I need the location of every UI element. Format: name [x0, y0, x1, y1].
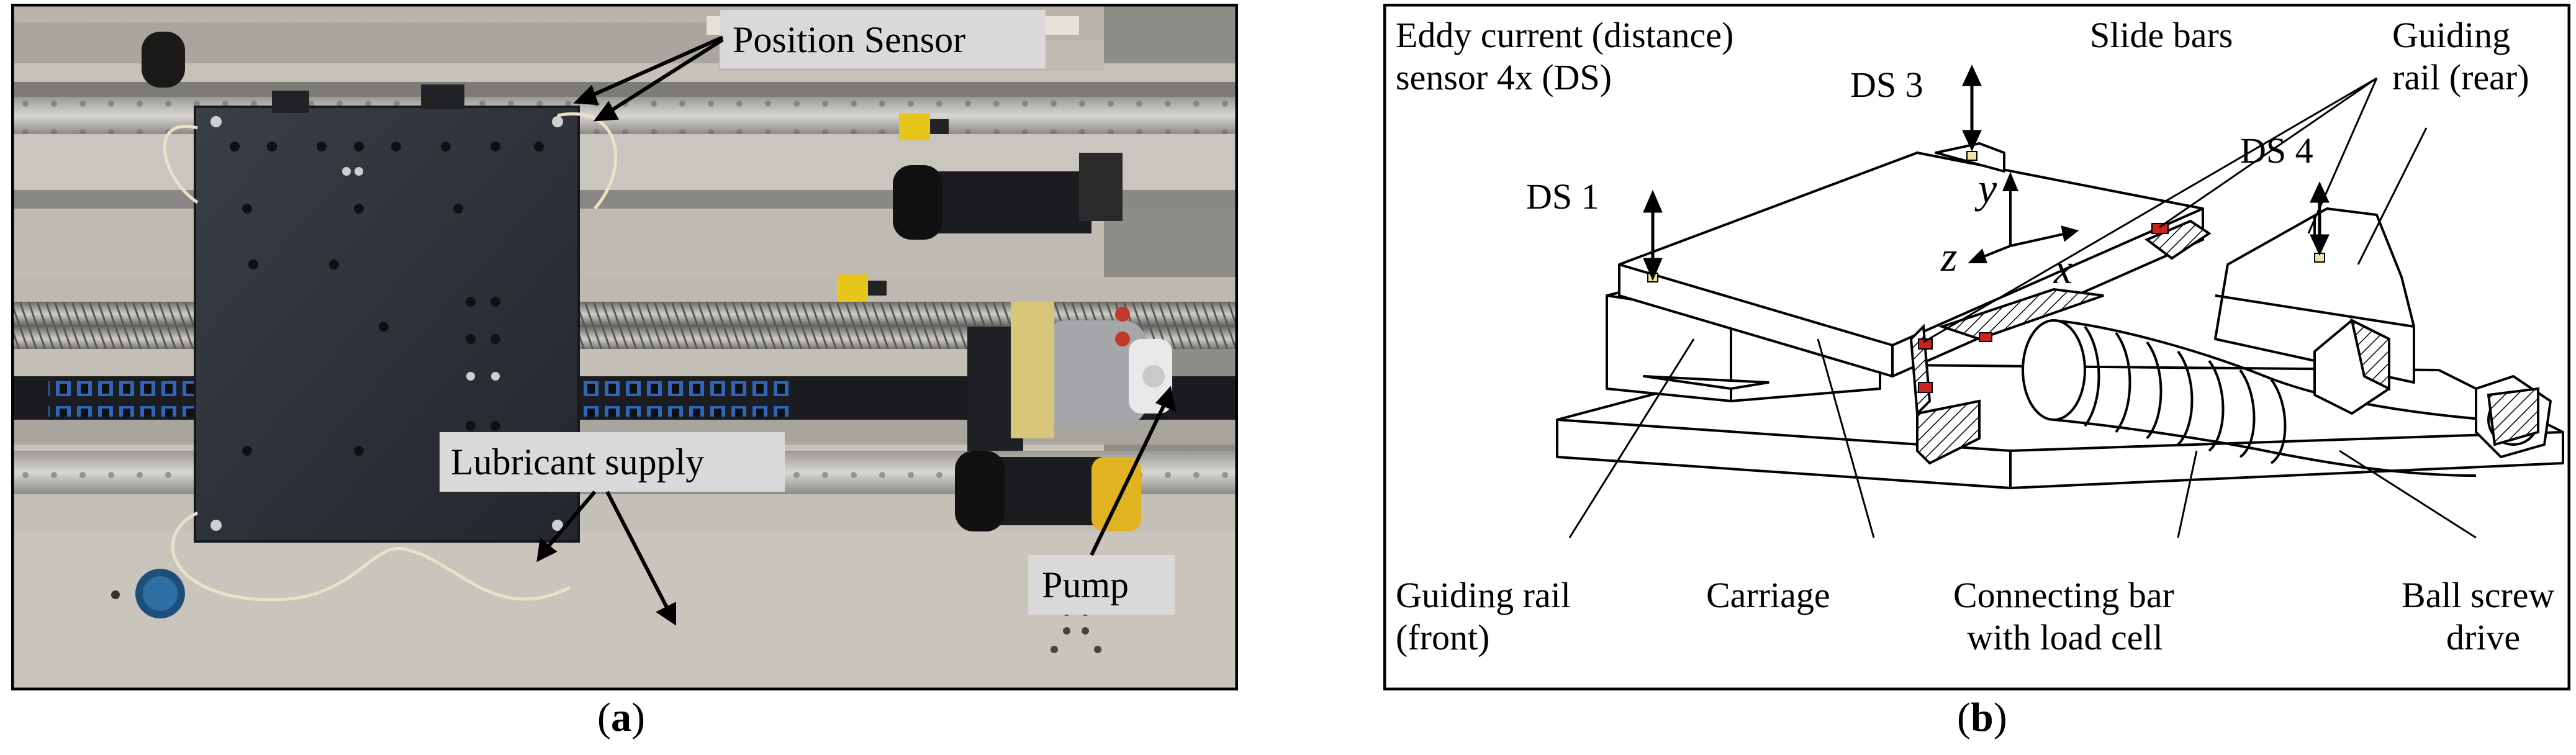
lubricant-supply-label-box: [440, 432, 785, 492]
pump-label: Pump: [1042, 564, 1129, 605]
hatched-sections: [1909, 219, 2539, 465]
position-sensor-label: Position Sensor: [733, 19, 965, 60]
axis-y-label: y: [1974, 165, 1997, 212]
test-rig-photo: Position Sensor Lubricant supply Pump: [11, 4, 1238, 690]
guiding-rail-rear-label-line2: rail (rear): [2392, 57, 2529, 97]
caption-a: (a): [597, 695, 645, 740]
photo-panel-a: Position Sensor Lubricant supply Pump: [11, 4, 1238, 690]
guiding-rail-rear-label-line1: Guiding: [2392, 15, 2510, 55]
ds4-label: DS 4: [2240, 130, 2313, 171]
leader-lines-b: [1568, 77, 2477, 539]
position-sensor-label-box: [720, 10, 1046, 68]
connecting-bar-label-line1: Connecting bar: [1953, 575, 2174, 615]
slide-bar-markers: [1918, 223, 2169, 393]
connecting-bar-label-line2: with load cell: [1967, 617, 2163, 658]
ball-screw-label-line1: Ball screw: [2402, 575, 2555, 615]
linear-axis-drawing: Eddy current (distance) sensor 4x (DS) S…: [1383, 4, 2570, 690]
leader-lines-a: [536, 35, 1177, 626]
ds3-label: DS 3: [1850, 65, 1923, 105]
slide-bars-label: Slide bars: [2090, 15, 2233, 55]
ds-arrows: [1643, 65, 2330, 281]
lubricant-supply-label: Lubricant supply: [451, 441, 704, 482]
ds1-label: DS 1: [1526, 176, 1599, 217]
eddy-sensor-label-line1: Eddy current (distance): [1396, 15, 1733, 55]
drawing-panel-b: Eddy current (distance) sensor 4x (DS) S…: [1383, 4, 2570, 690]
axis-x-label: x: [2053, 245, 2072, 292]
eddy-sensor-label-line2: sensor 4x (DS): [1396, 57, 1612, 97]
guiding-rail-front-label-line1: Guiding rail: [1396, 575, 1571, 615]
caption-b: (b): [1957, 695, 2007, 740]
pump-label-box: [1028, 555, 1175, 615]
axis-z-label: z: [1940, 233, 1957, 280]
carriage-label: Carriage: [1706, 575, 1830, 615]
coordinate-axes: [1968, 171, 2079, 263]
distance-sensor-markers: [1647, 151, 2325, 283]
guiding-rail-front-label-line2: (front): [1396, 617, 1489, 658]
ball-screw-label-line2: drive: [2446, 617, 2520, 658]
